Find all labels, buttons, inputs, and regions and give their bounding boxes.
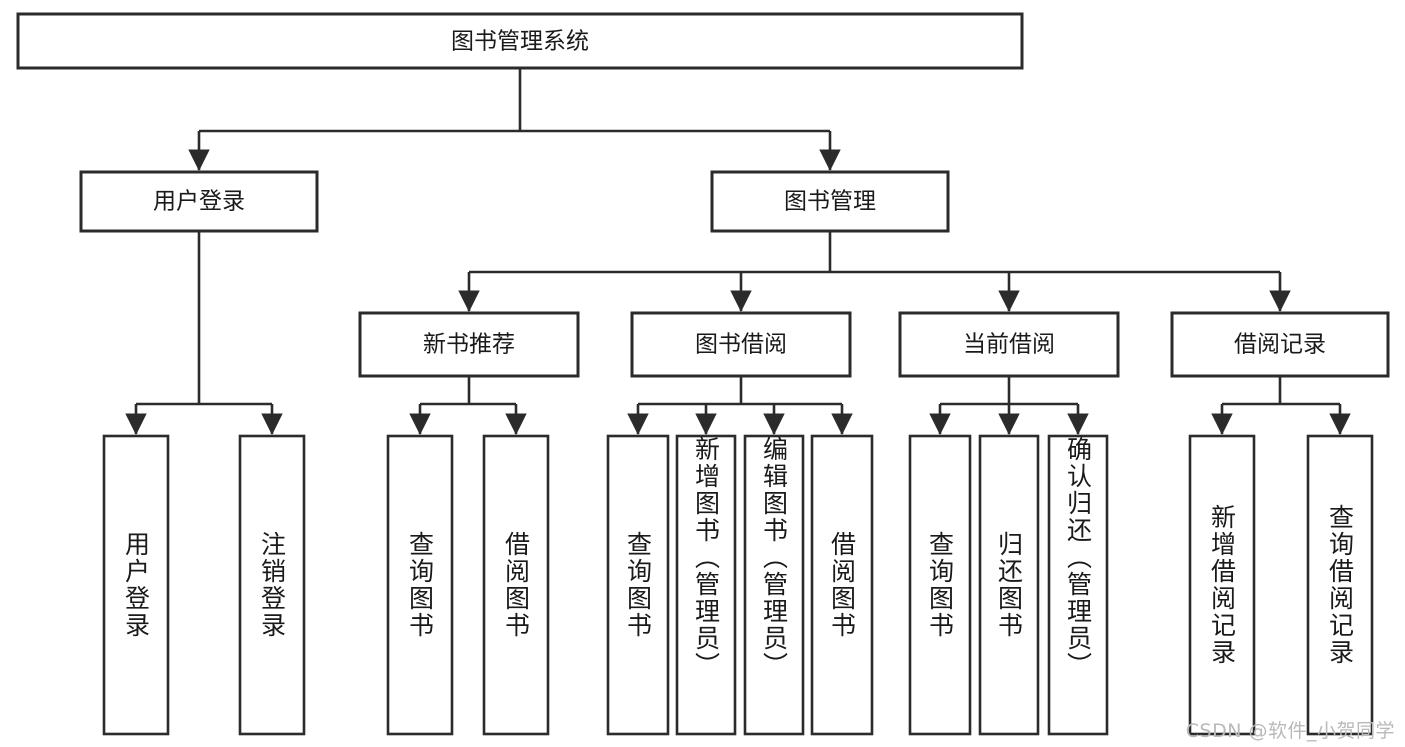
leaf-confirm-return-box[interactable] [1047,434,1109,736]
node-root-label: 图书管理系统 [451,29,589,55]
leaf-query-record-box[interactable] [1306,434,1374,736]
leaf-query-book-3-box[interactable] [908,434,972,736]
node-user-login-label: 用户登录 [153,189,245,215]
node-book-borrow-box[interactable] [630,311,852,378]
leaf-query-book-1-box[interactable] [386,434,454,736]
node-root[interactable]: 图书管理系统 [16,12,1024,70]
node-current-borrow-label: 当前借阅 [963,332,1055,358]
leaf-return-book-box[interactable] [978,434,1040,736]
node-new-book-rec-box[interactable] [358,311,580,378]
leaf-query-book-2-box[interactable] [606,434,670,736]
leaf-logout-box[interactable] [238,434,306,736]
node-user-login-box[interactable] [79,170,319,233]
node-borrow-record-label: 借阅记录 [1234,332,1326,358]
node-book-borrow-label: 图书借阅 [695,332,787,358]
node-book-manage-box[interactable] [710,170,950,233]
node-borrow-record-box[interactable] [1170,311,1390,378]
leaf-borrow-book-2-box[interactable] [810,434,874,736]
node-root-box[interactable] [16,12,1024,70]
node-borrow-record[interactable]: 借阅记录 [1170,311,1390,378]
leaf-edit-book-box[interactable] [743,434,805,736]
node-book-manage[interactable]: 图书管理 [710,170,950,233]
leaf-box-layer [102,434,1374,736]
node-current-borrow[interactable]: 当前借阅 [898,311,1120,378]
node-current-borrow-box[interactable] [898,311,1120,378]
node-book-borrow[interactable]: 图书借阅 [630,311,852,378]
watermark-text: CSDN @软件_小贺同学 [1185,720,1395,742]
leaf-add-book-box[interactable] [675,434,737,736]
node-new-book-rec-label: 新书推荐 [423,332,515,358]
leaf-add-record-box[interactable] [1188,434,1256,736]
leaf-borrow-book-1-box[interactable] [482,434,550,736]
node-user-login[interactable]: 用户登录 [79,170,319,233]
node-book-manage-label: 图书管理 [784,189,876,215]
node-new-book-rec[interactable]: 新书推荐 [358,311,580,378]
connector-layer [125,68,1351,435]
leaf-user-login-box[interactable] [102,434,170,736]
